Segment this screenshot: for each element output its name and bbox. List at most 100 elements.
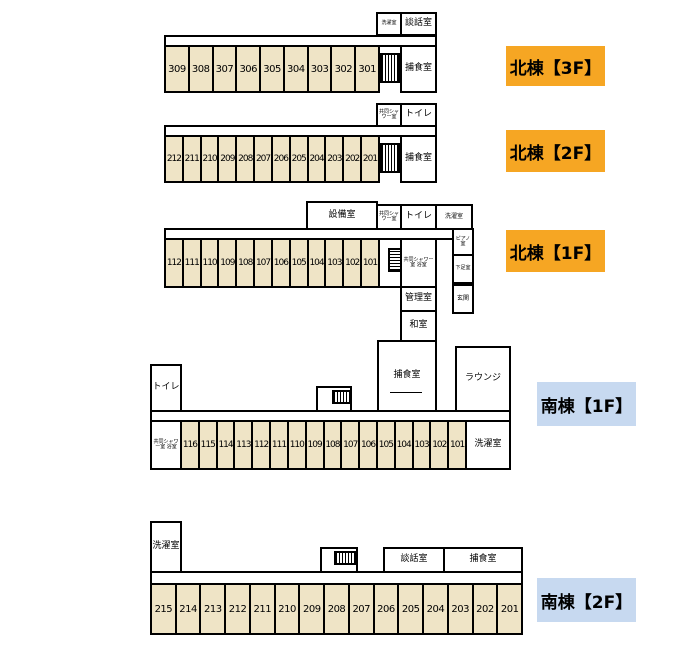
n2-meal-label: 捕食室 (404, 153, 432, 164)
room-s1-111: 111 (271, 422, 289, 468)
room-s2-206: 206 (375, 585, 400, 633)
n2-shower-room: 共同シャワー室 (376, 103, 402, 127)
room-s2-201: 201 (500, 603, 519, 615)
room-n1-106: 106 (273, 240, 291, 286)
room-n2-212: 212 (166, 137, 184, 181)
s1-shower-bath-label: 共同シャワー室 浴室 (153, 438, 179, 450)
room-s1-103: 103 (414, 422, 432, 468)
n1-piano-label: ピアノ室 (455, 235, 471, 247)
room-s2-208: 208 (325, 585, 350, 633)
room-s2-214: 214 (177, 585, 202, 633)
n1-floor-badge: 北棟【1F】 (506, 230, 605, 272)
room-s2-212: 212 (226, 585, 251, 633)
room-n3-305: 305 (261, 47, 285, 91)
s2-lounge-room: 談話室 (383, 547, 445, 573)
n3-laundry-room: 洗濯室 (376, 12, 402, 36)
s1-meal-label: 捕食室 (393, 370, 421, 381)
n1-shower-bath-label: 共同シャワー室 浴室 (403, 256, 434, 268)
n3-meal-room: 捕食室 (400, 45, 437, 93)
room-s1-110: 110 (289, 422, 307, 468)
n1-manager-label: 管理室 (404, 293, 432, 304)
room-n3-304: 304 (285, 47, 309, 91)
room-n1-109: 109 (219, 240, 238, 286)
room-n3-309: 309 (166, 47, 190, 91)
n1-japanese-label: 和室 (409, 320, 428, 331)
room-n2-204: 204 (309, 137, 327, 181)
s1-meal-room: 捕食室 (377, 340, 437, 412)
room-n2-208: 208 (237, 137, 256, 181)
n1-shower-room: 共同シャワー室 (376, 204, 402, 230)
room-n1-101: 101 (362, 258, 378, 268)
n2-meal-room: 捕食室 (400, 135, 437, 183)
n1-equipment-label: 設備室 (328, 209, 356, 220)
room-s1-116: 116 (182, 422, 200, 468)
s1-lounge-label: ラウンジ (464, 373, 501, 384)
room-n1-108: 108 (237, 240, 256, 286)
room-s1-109: 109 (307, 422, 325, 468)
s2-meal-room: 捕食室 (443, 547, 523, 573)
n2-toilet-room: トイレ (400, 103, 437, 127)
room-n1-111: 111 (184, 240, 202, 286)
s1-toilet-label: トイレ (152, 382, 180, 393)
room-s1-108: 108 (325, 422, 343, 468)
room-s1-112: 112 (253, 422, 272, 468)
s1-laundry-label: 洗濯室 (474, 439, 502, 450)
n1-stairs (388, 248, 402, 272)
s2-lounge-label: 談話室 (400, 554, 428, 565)
room-n1-107: 107 (255, 240, 273, 286)
room-n3-307: 307 (214, 47, 238, 91)
room-s1-115: 115 (200, 422, 218, 468)
room-s2-202: 202 (474, 585, 499, 633)
s1-floor-badge: 南棟【1F】 (537, 382, 636, 426)
s2-stairs (334, 551, 356, 565)
n1-japanese-room: 和室 (400, 310, 437, 342)
n1-toilet-room: トイレ (400, 204, 437, 230)
room-s1-114: 114 (218, 422, 236, 468)
room-s2-205: 205 (399, 585, 425, 633)
room-s1-104: 104 (396, 422, 414, 468)
n1-under-shoes-label: 下足室 (455, 265, 471, 272)
n1-manager-room: 管理室 (400, 286, 437, 312)
n2-toilet-label: トイレ (404, 109, 432, 120)
room-s1-107: 107 (342, 422, 361, 468)
room-s2-210: 210 (276, 585, 301, 633)
n3-meal-label: 捕食室 (404, 63, 432, 74)
room-n2-207: 207 (255, 137, 273, 181)
s1-shower-bath-room: 共同シャワー室 浴室 (150, 420, 182, 470)
room-n2-206: 206 (273, 137, 291, 181)
n2-stairs (380, 143, 400, 173)
n2-floor-badge: 北棟【2F】 (506, 130, 605, 172)
n1-laundry-room: 洗濯室 (435, 204, 473, 230)
s1-toilet-room: トイレ (150, 364, 182, 412)
n3-lounge-room: 談話室 (400, 12, 437, 36)
s2-laundry-label: 洗濯室 (152, 541, 180, 552)
s2-meal-label: 捕食室 (469, 554, 497, 565)
room-n2-202: 202 (344, 137, 363, 181)
room-s2-207: 207 (350, 585, 375, 633)
room-s1-113: 113 (235, 422, 254, 468)
n3-stairs (380, 53, 400, 83)
room-n1-103: 103 (326, 240, 345, 286)
room-s2-213: 213 (201, 585, 227, 633)
room-s2-211: 211 (251, 585, 276, 633)
room-n3-301: 301 (358, 63, 376, 75)
s1-lounge-room: ラウンジ (455, 346, 511, 412)
room-s1-102: 102 (431, 422, 450, 468)
s1-meal-counter (390, 392, 422, 393)
room-n3-308: 308 (190, 47, 214, 91)
s1-laundry-room: 洗濯室 (465, 420, 511, 470)
room-n2-203: 203 (326, 137, 345, 181)
n1-equipment-room: 設備室 (306, 201, 378, 230)
room-s1-101: 101 (450, 440, 465, 450)
room-n2-210: 210 (202, 137, 220, 181)
n1-shower-label: 共同シャワー室 (378, 210, 399, 222)
room-s2-209: 209 (300, 585, 326, 633)
n1-shower-bath-room: 共同シャワー室 浴室 (400, 238, 437, 288)
s2-laundry-room: 洗濯室 (150, 521, 182, 573)
room-n1-102: 102 (344, 240, 363, 286)
n1-under-shoes-room: 下足室 (452, 254, 474, 284)
n1-laundry-label: 洗濯室 (444, 212, 463, 220)
s2-floor-badge: 南棟【2F】 (537, 578, 636, 622)
room-n2-201: 201 (362, 154, 378, 164)
